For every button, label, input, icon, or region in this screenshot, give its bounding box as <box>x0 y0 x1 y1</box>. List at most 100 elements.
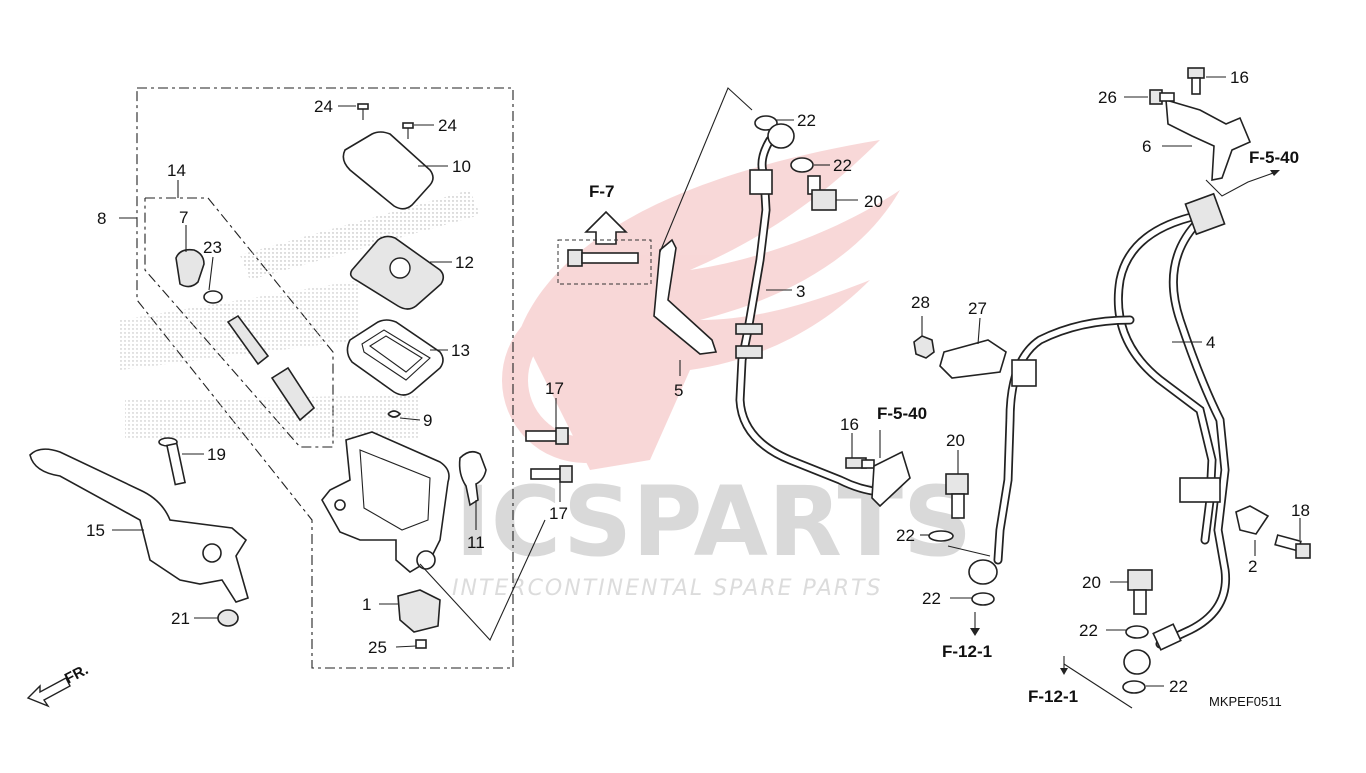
callout-20b: 20 <box>946 431 965 450</box>
callout-24a: 24 <box>314 97 333 116</box>
bolt-16a <box>1187 67 1205 95</box>
bolt-20c <box>1127 569 1153 615</box>
washer-22d <box>971 592 995 606</box>
plate-hole <box>389 257 411 279</box>
part-10-cap <box>342 131 434 210</box>
callout-labels: 1 2 3 4 5 6 7 8 9 10 11 12 13 14 15 16 1… <box>86 68 1310 696</box>
leader-f540b <box>1205 171 1277 197</box>
banjo-fitting <box>767 123 795 149</box>
banjo-fitting-2 <box>968 559 998 585</box>
callout-22f: 22 <box>1169 677 1188 696</box>
part-5-bracket <box>653 238 718 355</box>
bolt-19 <box>158 437 186 486</box>
callout-19: 19 <box>207 445 226 464</box>
callout-7: 7 <box>179 208 188 227</box>
part-6-bracket <box>1165 98 1252 181</box>
washer-22e <box>1125 625 1149 639</box>
part-27-bracket <box>939 339 1007 379</box>
arrow-f540b <box>1270 170 1280 176</box>
callout-22e: 22 <box>1079 621 1098 640</box>
ref-f540-right[interactable]: F-5-40 <box>1249 148 1299 167</box>
clip-9 <box>387 410 402 418</box>
part-2-clip <box>1235 505 1270 535</box>
callout-25: 25 <box>368 638 387 657</box>
callout-6: 6 <box>1142 137 1151 156</box>
bolt-20b <box>945 473 969 519</box>
spring <box>270 366 316 422</box>
piston <box>226 314 270 366</box>
bolt-f7 <box>567 249 639 267</box>
f7-box <box>557 239 652 285</box>
screw-25 <box>415 639 427 649</box>
callout-3: 3 <box>796 282 805 301</box>
callout-5: 5 <box>674 381 683 400</box>
bolt-26 <box>1149 89 1175 105</box>
ref-f121-middle[interactable]: F-12-1 <box>942 642 992 661</box>
washer-22a <box>754 115 778 131</box>
ref-f540-left[interactable]: F-5-40 <box>877 404 927 423</box>
callout-23: 23 <box>203 238 222 257</box>
callout-8: 8 <box>97 209 106 228</box>
nut-28 <box>913 335 935 359</box>
hose-end-clip <box>871 450 911 508</box>
mount-hole <box>334 499 346 511</box>
master-cylinder-body <box>321 431 450 573</box>
part-15-lever <box>29 448 249 603</box>
part-23-circlip <box>203 290 223 304</box>
bolt-20a <box>807 175 837 211</box>
callout-22b: 22 <box>833 156 852 175</box>
part-11-clamp <box>458 450 487 507</box>
callout-21: 21 <box>171 609 190 628</box>
group-boundary-piston-kit <box>144 197 334 448</box>
callout-13: 13 <box>451 341 470 360</box>
diaphragm-inner <box>361 329 431 381</box>
part-4-hose <box>993 192 1231 651</box>
callout-15: 15 <box>86 521 105 540</box>
callout-22a: 22 <box>797 111 816 130</box>
group-boundary-master-cylinder <box>136 87 514 669</box>
callout-22c: 22 <box>896 526 915 545</box>
front-direction-marker: FR. <box>26 661 91 708</box>
callout-12: 12 <box>455 253 474 272</box>
lever-pivot <box>202 543 222 563</box>
washer-22c <box>928 530 954 542</box>
callout-22d: 22 <box>922 589 941 608</box>
callout-10: 10 <box>452 157 471 176</box>
callout-26: 26 <box>1098 88 1117 107</box>
callout-2: 2 <box>1248 557 1257 576</box>
callout-4: 4 <box>1206 333 1215 352</box>
bolt-17b <box>530 465 573 483</box>
part-7-boot <box>175 248 205 288</box>
leader-lines <box>112 76 1301 709</box>
callout-20a: 20 <box>864 192 883 211</box>
pivot-boss <box>416 550 436 570</box>
callout-9: 9 <box>423 411 432 430</box>
callout-27: 27 <box>968 299 987 318</box>
bolt-16b <box>845 457 875 469</box>
diaphragm-inner2 <box>369 335 423 373</box>
callout-1: 1 <box>362 595 371 614</box>
f7-arrow <box>584 210 628 245</box>
ref-f7[interactable]: F-7 <box>589 182 615 201</box>
watermark-tagline: INTERCONTINENTAL SPARE PARTS <box>452 576 882 601</box>
ref-f121-bottom[interactable]: F-12-1 <box>1028 687 1078 706</box>
callout-28: 28 <box>911 293 930 312</box>
part-1-switch <box>397 589 441 633</box>
part-13-diaphragm <box>346 319 444 396</box>
callout-14: 14 <box>167 161 186 180</box>
washer-22b <box>790 157 814 173</box>
callout-17a: 17 <box>545 379 564 398</box>
callout-17b: 17 <box>549 504 568 523</box>
watermark-logo <box>502 140 900 470</box>
nut-21 <box>217 609 239 627</box>
banjo-fitting-3 <box>1123 649 1151 675</box>
reservoir-opening <box>359 449 431 531</box>
callout-16a: 16 <box>1230 68 1249 87</box>
callout-24b: 24 <box>438 116 457 135</box>
shading <box>120 190 480 440</box>
part-3-hose <box>735 135 885 497</box>
washer-22f <box>1122 680 1146 694</box>
callout-11: 11 <box>467 533 485 552</box>
